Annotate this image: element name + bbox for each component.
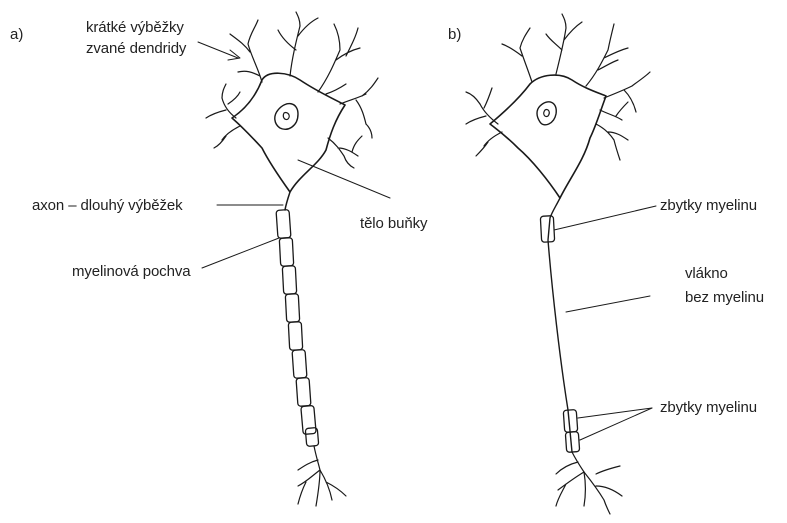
dendrites-b — [466, 14, 650, 160]
label-myelin-remnants-bottom: zbytky myelinu — [660, 398, 757, 417]
label-axon: axon – dlouhý výběžek — [32, 196, 183, 215]
panel-label-b: b) — [448, 26, 461, 43]
myelin-remnant-bottom-2 — [565, 432, 579, 453]
nucleolus-a — [283, 113, 289, 120]
cell-body-a — [232, 73, 345, 192]
leader-myelin — [202, 238, 279, 268]
leader-cell-body — [298, 160, 390, 198]
label-dendrites-line1: krátké výběžky — [86, 18, 184, 37]
leader-remnant-top — [554, 206, 656, 230]
cell-body-b — [490, 75, 606, 198]
nucleolus-b — [544, 109, 549, 116]
axon-terminals-a — [298, 446, 346, 506]
nucleus-a — [275, 104, 298, 130]
leader-lines — [198, 42, 656, 440]
label-dendrites-line2: zvané dendridy — [86, 39, 186, 58]
label-cell-body: tělo buňky — [360, 214, 427, 233]
neuron-a — [206, 12, 378, 506]
label-myelin-remnants-top: zbytky myelinu — [660, 196, 757, 215]
dendrites-a — [206, 12, 378, 168]
leader-dendrites — [198, 42, 238, 58]
nucleus-b — [537, 102, 556, 125]
label-myelin-sheath: myelinová pochva — [72, 262, 190, 281]
axon-terminals-b — [556, 452, 622, 514]
label-fiber-line2: bez myelinu — [685, 288, 764, 307]
label-fiber-line1: vlákno — [685, 264, 728, 283]
panel-label-a: a) — [10, 26, 23, 43]
myelin-sheath-a — [276, 210, 319, 447]
axon-a — [285, 192, 290, 210]
axon-b — [548, 198, 572, 452]
leader-fiber — [566, 296, 650, 312]
neuron-b — [466, 14, 650, 514]
